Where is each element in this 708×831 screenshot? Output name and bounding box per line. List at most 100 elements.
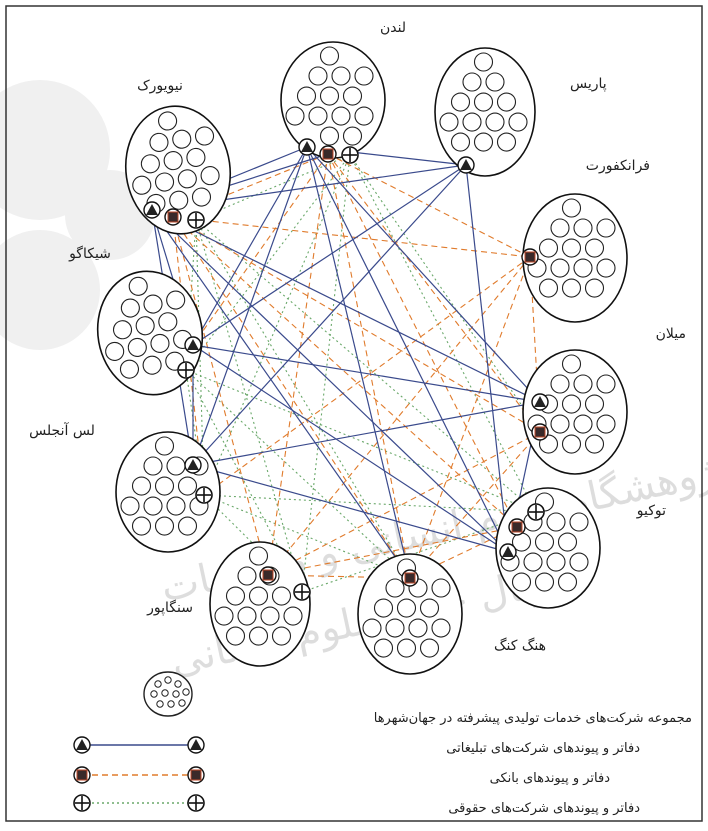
firm-circle xyxy=(154,436,175,456)
firm-circle xyxy=(550,414,570,434)
firm-circle xyxy=(186,147,206,167)
banking-link xyxy=(203,256,531,496)
firm-circle xyxy=(496,92,517,112)
legal-node xyxy=(195,486,213,504)
firm-circle xyxy=(450,92,471,112)
firm-circle xyxy=(561,434,582,454)
firm-circle xyxy=(308,66,328,86)
legal-link xyxy=(185,369,303,593)
firm-circle xyxy=(166,496,186,516)
advertising-link xyxy=(151,209,509,553)
cluster-frankfurt xyxy=(522,193,628,323)
firm-circle xyxy=(584,394,605,414)
firm-circle xyxy=(596,218,616,238)
advertising-node xyxy=(457,156,475,174)
firm-circle xyxy=(319,46,340,66)
legend: مجموعه شرکت‌های خدمات تولیدی پیشرفته در … xyxy=(73,671,692,816)
firm-circle xyxy=(319,86,340,106)
advertising-node xyxy=(298,138,316,156)
legal-link xyxy=(349,154,541,433)
legal-link xyxy=(349,154,537,513)
banking-node xyxy=(319,145,337,163)
firm-circle xyxy=(473,92,494,112)
city-label-losangeles: لس آنجلس xyxy=(29,422,95,439)
legal-node xyxy=(177,361,195,379)
legend-banking-node-right xyxy=(187,766,205,784)
firm-circle xyxy=(154,172,175,192)
cluster-chicago xyxy=(96,270,204,396)
advertising-link xyxy=(306,146,411,579)
banking-link xyxy=(172,216,411,579)
firm-circle xyxy=(538,278,559,298)
firm-circle xyxy=(120,298,140,318)
firm-circle xyxy=(143,496,163,516)
advertising-node xyxy=(184,336,202,354)
firm-circle xyxy=(194,126,215,146)
firm-circle xyxy=(237,606,257,626)
banking-link xyxy=(172,216,541,433)
banking-link xyxy=(192,153,329,346)
firm-circle xyxy=(485,112,505,132)
firm-circle xyxy=(508,112,528,132)
banking-node xyxy=(531,423,549,441)
firm-circle xyxy=(248,586,269,606)
firm-circle xyxy=(154,476,175,496)
legend-firm-dot xyxy=(154,680,162,688)
firm-circle xyxy=(569,552,589,572)
advertising-link xyxy=(151,209,541,403)
city-labels: لندن پاریس نیویورک فرانکفورت شیکاگو میلا… xyxy=(29,20,686,654)
banking-link xyxy=(267,526,518,576)
banking-link xyxy=(172,216,518,528)
firm-circle xyxy=(135,316,155,336)
legend-firm-dot xyxy=(172,690,180,698)
firm-circle xyxy=(354,106,374,126)
legend-node-icons xyxy=(73,736,205,812)
city-label-london: لندن xyxy=(380,20,406,36)
firm-circle xyxy=(573,374,593,394)
legal-link xyxy=(195,219,205,496)
firm-circle xyxy=(534,532,555,552)
firm-circle xyxy=(450,132,471,152)
office-nodes xyxy=(143,138,549,601)
advertising-link xyxy=(192,464,509,553)
legend-legal-node-left xyxy=(73,794,91,812)
firm-circle xyxy=(112,320,133,340)
city-label-frankfurt: فرانکفورت xyxy=(586,158,650,174)
legend-firm-dot xyxy=(161,689,169,697)
firm-circle xyxy=(285,106,305,126)
legend-firm-dot xyxy=(178,699,186,707)
legal-link xyxy=(301,154,351,593)
firm-circle xyxy=(396,638,417,658)
firm-circle xyxy=(132,175,152,195)
firm-circle xyxy=(523,552,543,572)
firm-circle xyxy=(237,566,257,586)
cluster-hongkong xyxy=(357,553,463,675)
firm-circle xyxy=(596,374,616,394)
firm-circle xyxy=(373,598,394,618)
banking-node xyxy=(401,569,419,587)
legal-node xyxy=(187,211,205,229)
firm-circle xyxy=(573,258,593,278)
legend-cluster-dots xyxy=(150,676,190,708)
legal-link xyxy=(203,154,351,496)
firm-circle xyxy=(271,626,292,646)
advertising-node xyxy=(499,543,517,561)
firm-circle xyxy=(561,394,582,414)
legal-link xyxy=(195,219,537,513)
legal-link xyxy=(195,219,411,579)
diagram-border xyxy=(5,5,703,822)
advertising-link xyxy=(465,164,509,553)
firm-circle xyxy=(485,72,505,92)
banking-node xyxy=(508,518,526,536)
cluster-tokyo xyxy=(495,487,601,609)
firm-circle xyxy=(214,606,234,626)
firm-circle xyxy=(561,278,582,298)
firm-circle xyxy=(557,572,578,592)
firm-circle xyxy=(271,586,292,606)
legal-link xyxy=(203,494,537,513)
city-label-singapore: سنگاپور xyxy=(146,599,193,616)
firm-circle xyxy=(131,516,152,536)
firm-circle xyxy=(385,578,405,598)
firm-circle xyxy=(462,72,482,92)
